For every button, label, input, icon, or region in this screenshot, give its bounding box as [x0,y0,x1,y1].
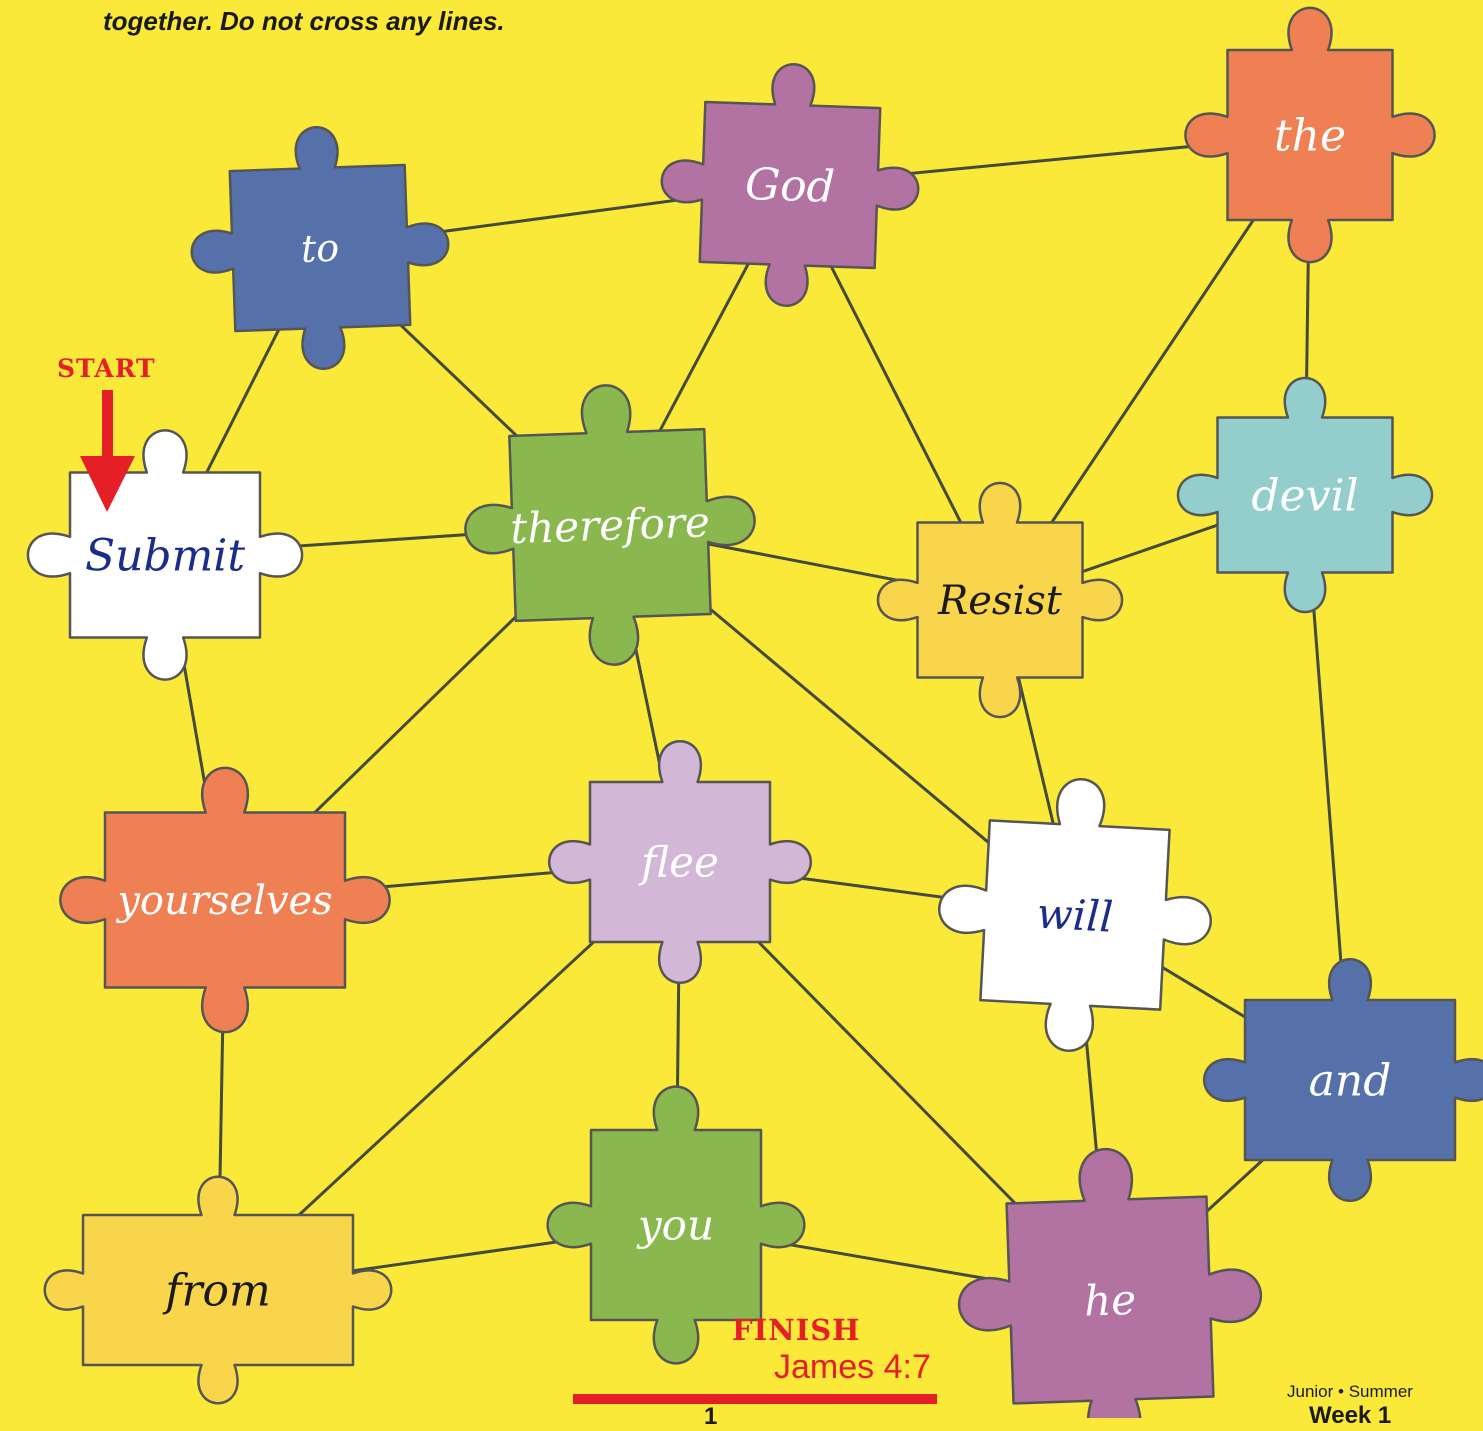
puzzle-piece-will: will [938,778,1212,1052]
puzzle-piece-therefore: therefore [464,384,756,666]
finish-label: FINISH [732,1313,861,1347]
puzzle-word-the: the [1274,110,1346,161]
puzzle-piece-shape [547,739,813,985]
puzzle-word-resist: Resist [937,578,1063,624]
puzzle-word-from: from [162,1265,271,1316]
puzzle-piece-yourselves: yourselves [59,766,391,1034]
puzzle-piece-from: from [43,1175,393,1405]
puzzle-piece-to: to [190,126,450,370]
puzzle-piece-you: you [546,1085,806,1365]
puzzle-word-you: you [636,1201,714,1250]
course-label: Junior • Summer [1287,1382,1413,1401]
puzzle-word-devil: devil [1251,470,1358,521]
puzzle-piece-he: he [957,1147,1263,1418]
puzzle-piece-shape [660,63,920,307]
puzzle-word-he: he [1083,1275,1137,1326]
puzzle-piece-shape [876,481,1124,719]
puzzle-word-flee: flee [638,838,719,887]
puzzle-word-will: will [1036,889,1115,942]
puzzle-piece-shape [43,1175,393,1405]
puzzle-piece-shape [1176,376,1434,614]
puzzle-word-to: to [300,226,340,271]
puzzle-piece-flee: flee [547,739,813,985]
puzzle-piece-resist: Resist [876,481,1124,719]
puzzle-piece-and: and [1202,957,1483,1203]
puzzle-piece-shape [546,1085,806,1365]
instructions-text: together. Do not cross any lines. [103,6,505,36]
puzzle-word-god: God [744,159,836,213]
start-arrow-icon [80,390,135,512]
puzzle-piece-shape [938,778,1212,1052]
puzzle-piece-shape [190,126,450,370]
puzzle-piece-submit: Submit [26,429,304,681]
puzzle-piece-shape [464,384,756,666]
puzzle-word-therefore: therefore [509,497,710,553]
puzzle-word-and: and [1309,1055,1392,1106]
puzzle-piece-the: the [1184,6,1436,264]
puzzle-piece-shape [1184,6,1436,264]
puzzle-piece-shape [1202,957,1483,1203]
puzzle-word-submit: Submit [85,530,245,581]
answer-line [573,1394,937,1404]
page-number: 1 [704,1403,718,1430]
week-label: Week 1 [1309,1402,1392,1429]
puzzle-piece-shape [26,429,304,681]
scripture-reference: James 4:7 [774,1348,931,1386]
puzzle-piece-shape [957,1147,1263,1418]
puzzle-piece-shape [59,766,391,1034]
puzzle-piece-devil: devil [1176,376,1434,614]
start-label: START [57,354,156,383]
puzzle-piece-god: God [660,63,920,307]
puzzle-word-yourselves: yourselves [115,878,332,924]
